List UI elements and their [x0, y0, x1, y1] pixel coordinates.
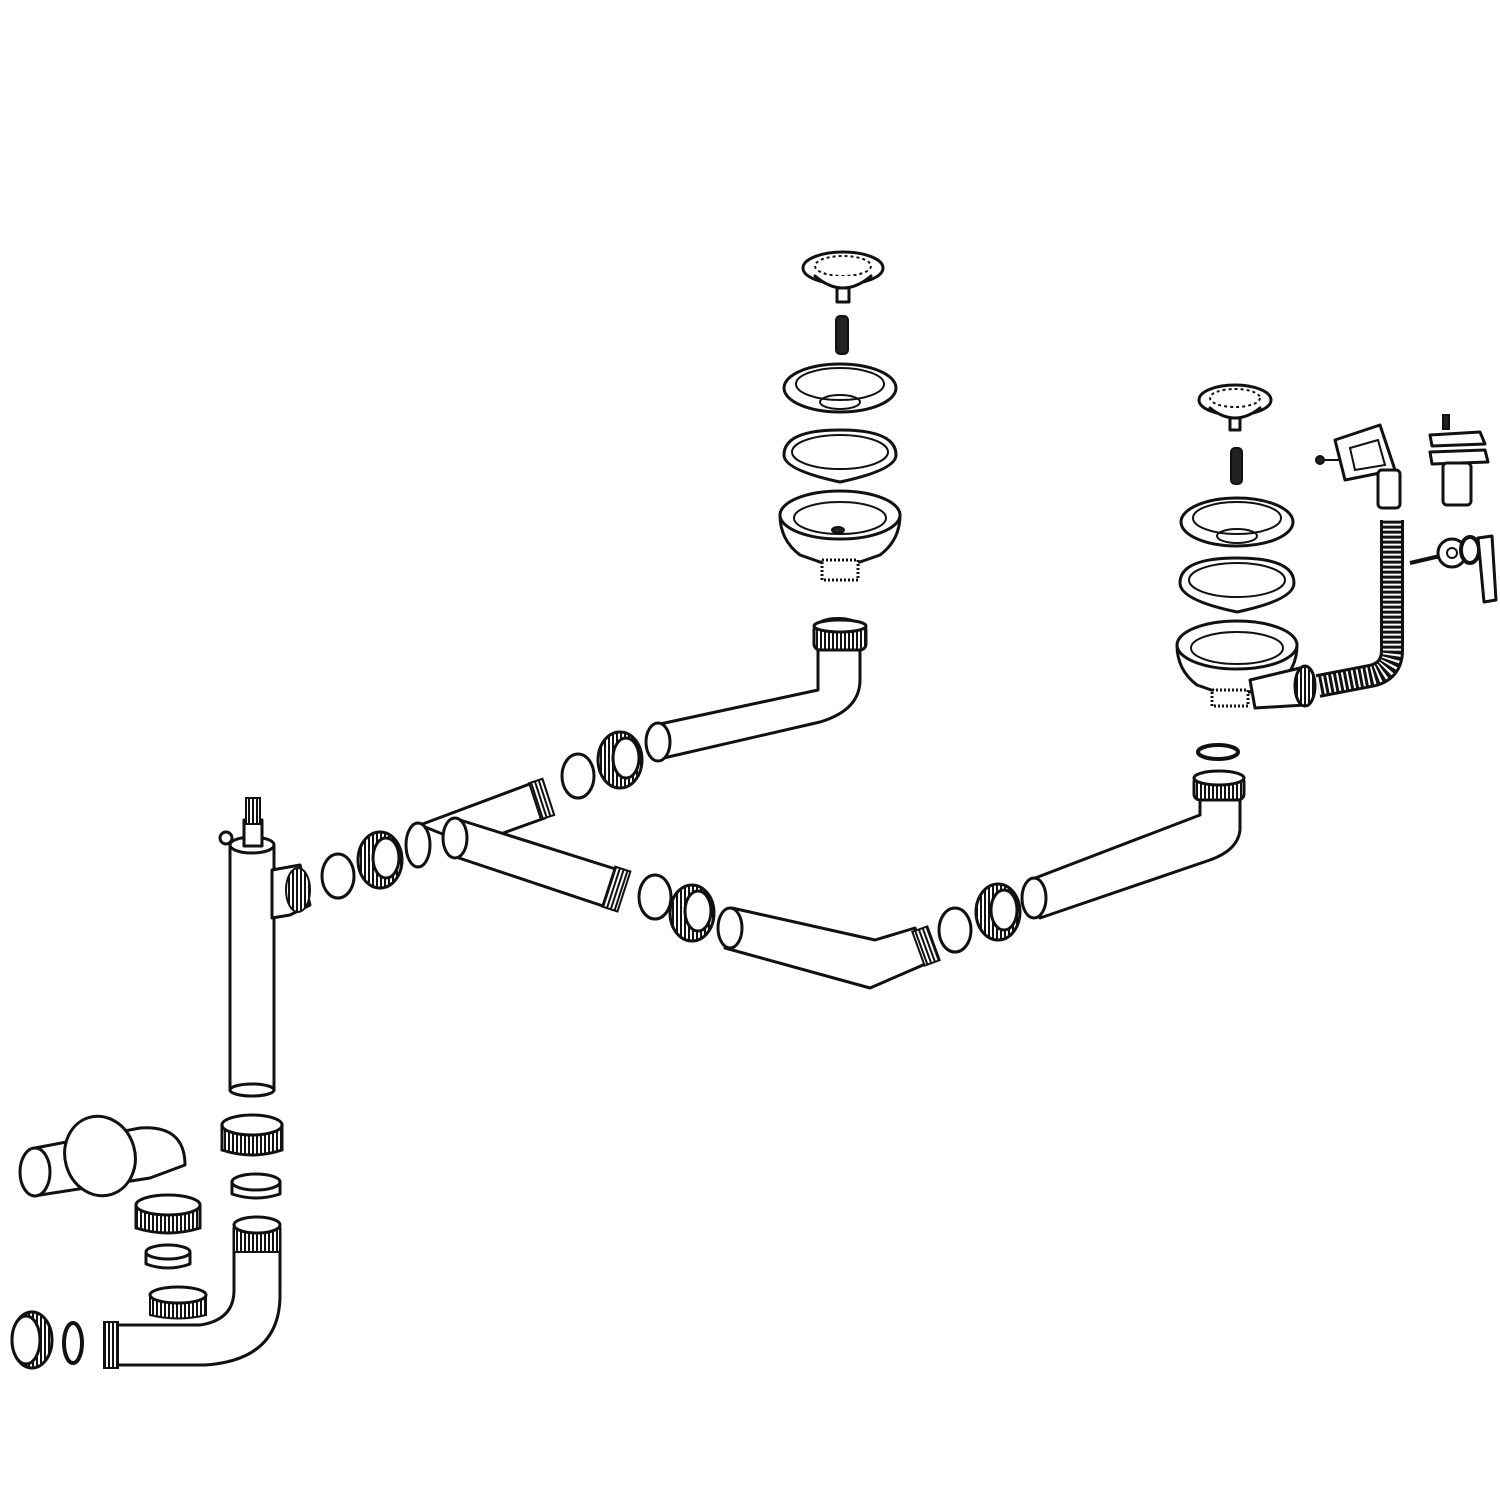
trap-nut-top — [220, 1113, 284, 1157]
right-elbow-pipe — [1020, 769, 1246, 920]
right-o-ring — [1196, 743, 1240, 761]
standpipe-nipple-screw — [218, 830, 234, 846]
appliance-elbow-connector — [18, 1114, 187, 1198]
upper-seal — [560, 752, 596, 800]
middle-nut-left — [668, 883, 716, 943]
end-cap — [10, 1310, 54, 1370]
upper-nut — [596, 730, 644, 790]
right-sealing-ring — [1178, 556, 1296, 614]
trap-seal-top — [230, 1172, 282, 1200]
branch-seal — [144, 1243, 192, 1270]
branch-nut — [134, 1193, 202, 1235]
middle-seal-right — [937, 906, 973, 954]
standpipe-seal — [320, 852, 356, 900]
overflow-connector — [1409, 534, 1498, 604]
overflow-cover — [1428, 414, 1490, 507]
left-strainer-pin — [835, 315, 849, 355]
right-drain-basket — [1175, 619, 1317, 710]
right-strainer-assembly — [1175, 383, 1317, 710]
end-cap-o-ring — [62, 1321, 84, 1365]
left-sealing-ring — [782, 428, 898, 484]
left-sink-flange — [782, 362, 898, 414]
overflow-outlet-square — [1315, 423, 1402, 510]
trap-body — [103, 1215, 282, 1369]
left-drain-basket — [778, 489, 902, 582]
right-strainer-pin — [1230, 447, 1243, 485]
standpipe-nut — [356, 830, 404, 890]
middle-seal-left — [637, 873, 673, 921]
middle-nut-right — [974, 882, 1022, 942]
bent-center-pipe — [716, 906, 941, 990]
left-elbow-pipe — [644, 618, 868, 763]
t-piece-pipe — [404, 777, 632, 913]
right-sink-flange — [1179, 496, 1295, 548]
right-strainer-basket-plug — [1197, 383, 1273, 432]
left-strainer-assembly — [778, 250, 902, 635]
left-strainer-basket-plug — [801, 250, 885, 304]
overflow-hose — [1315, 520, 1404, 698]
standpipe — [218, 797, 312, 1098]
